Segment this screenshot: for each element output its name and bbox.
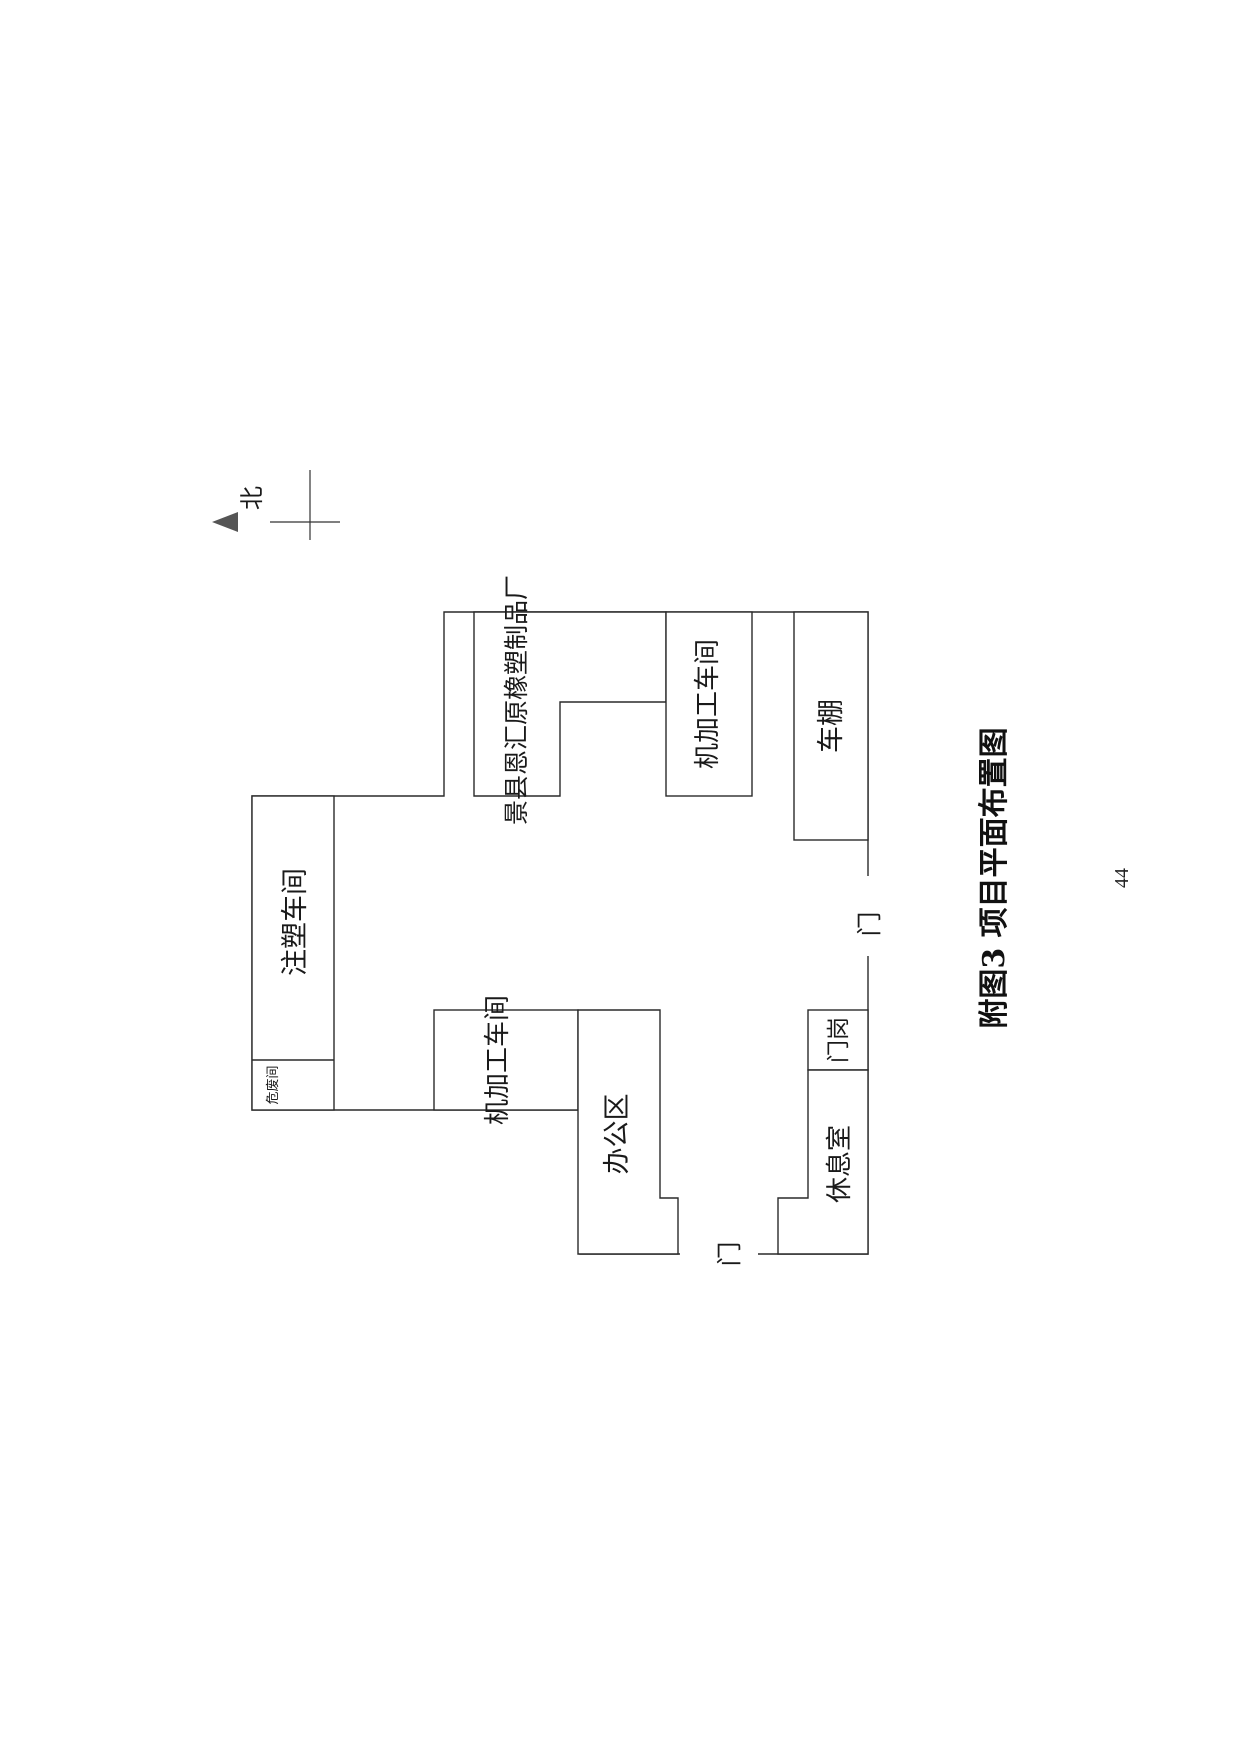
rest-room-label: 休息室 <box>825 1125 855 1203</box>
north-arrow-icon <box>212 512 238 532</box>
north-compass: 北 <box>212 470 340 540</box>
hazwaste-room: 危废间 <box>265 1065 281 1104</box>
guard-post <box>807 1009 869 1071</box>
figure-caption: 附图3 项目平面布置图 <box>977 727 1012 1028</box>
machining-workshop-north-label: 机加工车间 <box>693 639 723 769</box>
carport <box>793 611 869 841</box>
office-area-label: 办公区 <box>602 1094 633 1175</box>
rubber-factory-label: 景县恩汇原橡塑制品厂 <box>502 575 531 825</box>
north-label: 北 <box>238 486 266 510</box>
office-area <box>577 1009 679 1255</box>
machining-workshop-mid-label: 机加工车间 <box>483 995 513 1125</box>
injection-workshop <box>251 795 335 1111</box>
south-door-label: 门 <box>715 1241 744 1266</box>
injection-workshop-label: 注塑车间 <box>280 868 311 976</box>
machining-workshop-north <box>665 611 753 797</box>
page-number: 44 <box>1111 868 1133 888</box>
rest-room <box>777 1069 869 1255</box>
hazwaste-room-label: 危废间 <box>265 1065 281 1104</box>
machining-workshop-mid <box>433 1009 579 1111</box>
east-door-label: 门 <box>855 911 884 936</box>
carport-label: 车棚 <box>816 699 847 753</box>
guard-post-label: 门岗 <box>826 1017 852 1063</box>
